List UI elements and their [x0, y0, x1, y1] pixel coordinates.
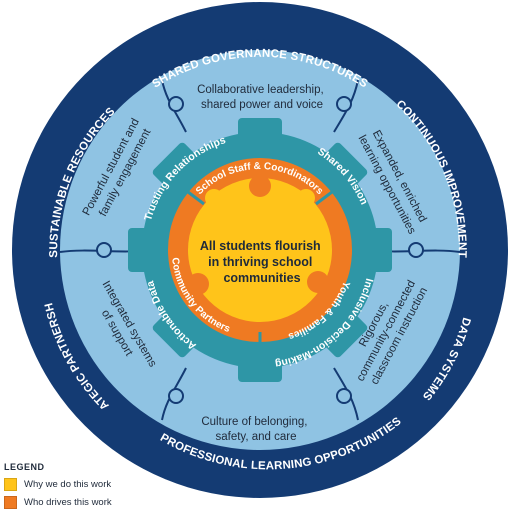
practice-knobs	[96, 96, 424, 404]
legend-label-why: Why we do this work	[24, 479, 112, 490]
legend-swatch-yellow	[4, 478, 17, 491]
legend: LEGEND Why we do this work Who drives th…	[4, 462, 164, 514]
legend-swatch-orange	[4, 496, 17, 509]
legend-item-why: Why we do this work	[4, 478, 164, 491]
center-statement: All students flourish in thriving school…	[200, 239, 324, 285]
center-knob-holes	[205, 189, 315, 207]
legend-item-who: Who drives this work	[4, 496, 164, 509]
legend-title: LEGEND	[4, 462, 45, 472]
legend-label-who: Who drives this work	[24, 497, 112, 508]
practice-bottom: Culture of belonging, safety, and care	[201, 416, 310, 443]
center-knobs	[187, 175, 329, 295]
drivers-dividers	[187, 190, 333, 342]
practice-top: Collaborative leadership, shared power a…	[197, 84, 327, 111]
center-circle	[188, 178, 332, 322]
